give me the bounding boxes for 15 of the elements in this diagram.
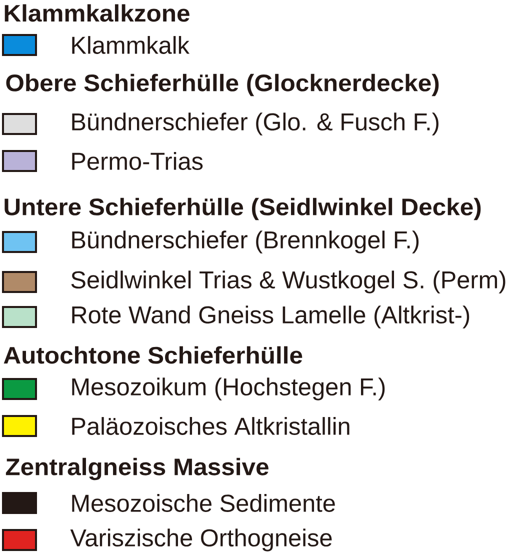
group-heading: Obere Schieferhülle (Glocknerdecke) [6,74,439,96]
legend-label: Bündnerschiefer (Brennkogel F.) [72,230,419,254]
group-heading: Klammkalkzone [4,4,190,22]
legend-label: Seidlwinkel Trias & Wustkogel S. (Perm) [71,270,506,294]
group-heading: Autochtone Schieferhülle [4,346,302,364]
group-heading: Untere Schieferhülle (Seidlwinkel Decke) [4,198,481,220]
legend-label: Mesozoikum (Hochstegen F.) [72,378,385,400]
legend-label: Rote Wand Gneiss Lamelle (Altkrist-) [72,306,470,328]
legend-label: Mesozoische Sedimente [72,494,335,512]
legend-label: Bündnerschiefer (Glo. & Fusch F.) [72,112,438,136]
legend-label: Variszische Orthogneise [70,528,332,552]
legend-label: Klammkalk [72,36,190,54]
group-heading: Zentralgneiss Massive [6,458,268,480]
legend-label: Paläozoisches Altkristallin [72,417,350,435]
legend-label: Permo-Trias [72,152,203,170]
